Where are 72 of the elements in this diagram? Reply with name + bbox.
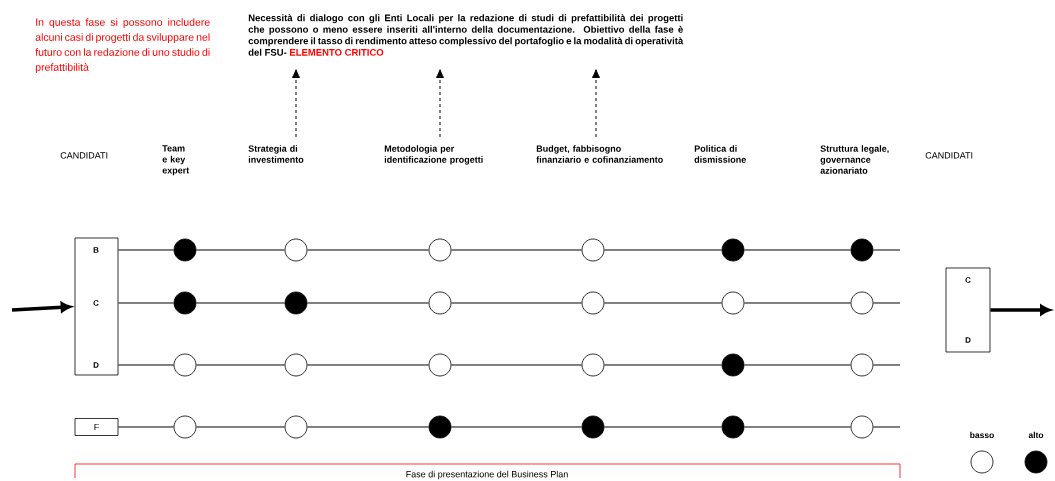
row-line xyxy=(450,249,583,251)
row-line xyxy=(872,426,901,428)
column-heading: Team e key expert xyxy=(162,145,190,176)
row-line xyxy=(603,426,723,428)
candidate-box: B C D xyxy=(74,237,119,376)
row-line xyxy=(195,249,286,251)
open-circle xyxy=(173,415,197,439)
row-line xyxy=(306,426,430,428)
filled-circle xyxy=(850,238,874,262)
filled-circle xyxy=(173,291,197,315)
column-heading: CANDIDATI xyxy=(60,152,108,159)
row-line xyxy=(117,249,175,251)
open-circle xyxy=(581,238,605,262)
column-heading: CANDIDATI xyxy=(925,152,973,159)
open-circle xyxy=(428,291,452,315)
row-line xyxy=(743,249,852,251)
open-circle xyxy=(284,415,308,439)
row-line xyxy=(872,249,901,251)
row-line xyxy=(872,364,901,366)
description-text: Necessità di dialogo con gli Enti Locali per la redazione di studi di prefattibilità dei progetti che possono o meno essere inseriti all'interno della documentazione. Obiettivo della fase è comprendere il tasso di rendimento atteso complessivo del portafoglio e la modalità di operatività del FSU- ELEMENTO CRITICO xyxy=(248,14,684,56)
dashed-arrow xyxy=(435,69,445,138)
legend-label: basso xyxy=(970,431,994,439)
filled-circle xyxy=(721,353,745,377)
candidate-box: C D xyxy=(945,267,991,353)
open-circle xyxy=(581,353,605,377)
row-line xyxy=(450,364,583,366)
arrow xyxy=(990,304,1051,316)
row-line xyxy=(603,364,723,366)
row-line xyxy=(195,302,286,304)
row-line xyxy=(603,302,723,304)
open-circle xyxy=(284,238,308,262)
column-heading: Struttura legale, governance azionariato xyxy=(820,145,889,174)
row-line xyxy=(450,302,583,304)
dashed-arrow xyxy=(291,69,301,138)
note-text: In questa fase si possono includere alcuni casi di progetti da sviluppare nel futuro con la redazione di uno studio di prefattibilità xyxy=(35,18,210,73)
phase-bracket: Fase di presentazione del Business Plan xyxy=(74,463,901,480)
row-line xyxy=(743,426,852,428)
open-circle xyxy=(850,291,874,315)
open-circle xyxy=(428,238,452,262)
row-line xyxy=(195,364,286,366)
filled-circle xyxy=(284,291,308,315)
filled-circle xyxy=(721,238,745,262)
column-heading: Budget, fabbisogno finanziario e cofinanziamento xyxy=(536,145,663,163)
open-circle xyxy=(581,291,605,315)
open-circle xyxy=(850,415,874,439)
column-heading: Strategia di investimento xyxy=(248,145,304,163)
dashed-arrow xyxy=(591,69,601,138)
row-line xyxy=(872,302,901,304)
row-line xyxy=(306,364,430,366)
candidate-box: F xyxy=(74,418,119,436)
column-heading: Politica di dismissione xyxy=(694,145,746,163)
row-line xyxy=(306,302,430,304)
open-circle xyxy=(721,291,745,315)
row-line xyxy=(743,302,852,304)
open-circle xyxy=(850,353,874,377)
open-circle xyxy=(428,353,452,377)
row-line xyxy=(117,302,175,304)
row-line xyxy=(306,249,430,251)
row-line xyxy=(603,249,723,251)
open-circle xyxy=(284,353,308,377)
row-line xyxy=(117,426,175,428)
row-line xyxy=(117,364,175,366)
row-line xyxy=(195,426,286,428)
column-heading: Metodologia per identificazione progetti xyxy=(384,145,483,165)
row-line xyxy=(450,426,583,428)
legend-label: alto xyxy=(1028,431,1044,439)
filled-circle xyxy=(721,415,745,439)
row-line xyxy=(743,364,852,366)
filled-circle xyxy=(581,415,605,439)
open-circle xyxy=(173,353,197,377)
filled-circle xyxy=(428,415,452,439)
filled-circle xyxy=(173,238,197,262)
